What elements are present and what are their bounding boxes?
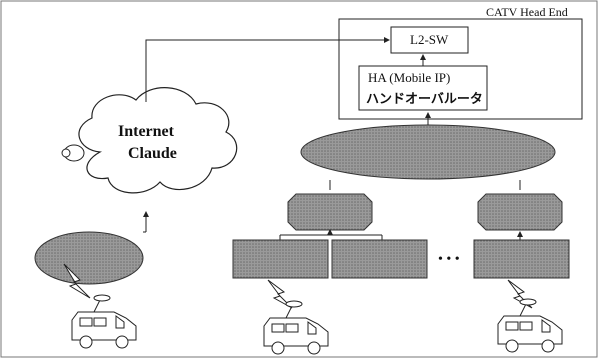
lightning-icon [267,279,293,309]
bottom-node-2 [331,239,428,279]
headend-title: CATV Head End [486,5,568,19]
internet-cloud [78,87,238,194]
cloud-label-line2: Claude [128,145,177,162]
van-icon-middle [263,300,329,355]
bottom-node-3 [473,239,570,279]
lightning-icon [507,279,533,309]
bottom-node-1 [232,239,329,279]
cloud-puff [61,148,71,158]
l2-switch-label: L2-SW [410,32,449,47]
ha-router-box [358,65,488,111]
ha-label-line1: HA (Mobile IP) [368,70,451,85]
wireless-network-left [34,231,144,285]
headend-box [338,18,583,120]
van-icon-right [497,298,563,353]
catv-network-ellipse [300,124,556,180]
cloud-label-line1: Internet [118,123,174,140]
ha-label-line2: ハンドオーバルータ [366,92,483,107]
more-nodes-ellipsis: • • • [438,252,460,267]
mid-node-right [477,193,563,231]
l2-switch-box [390,26,469,54]
internet-to-switch-link [145,37,390,102]
lightning-icon [63,263,91,299]
mid-node-left [287,193,373,231]
van-icon-left [71,294,137,349]
